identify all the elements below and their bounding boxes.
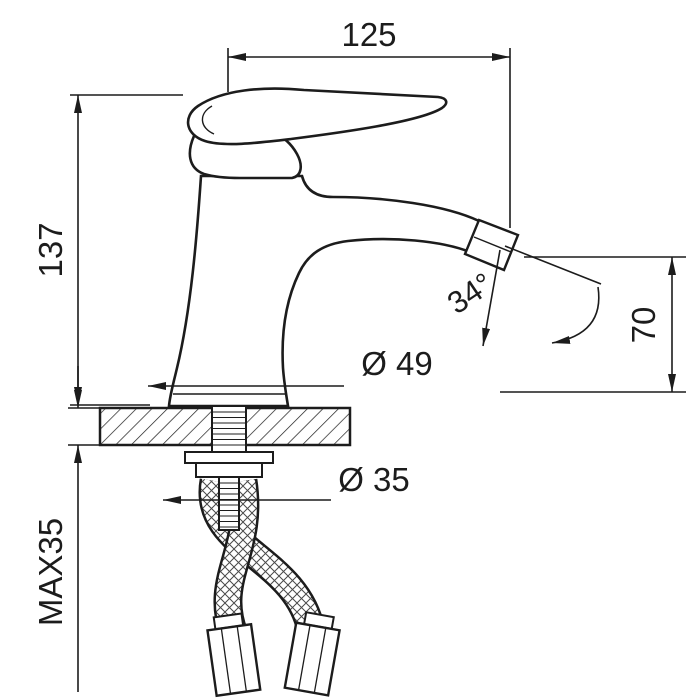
- threaded-rod: [218, 476, 240, 531]
- faucet-body-spout: [167, 174, 481, 408]
- fitting-hex-body: [283, 621, 341, 697]
- mounting-washer: [184, 451, 274, 464]
- spout-aerator: [463, 218, 520, 272]
- dimension-angle-34: [482, 245, 602, 347]
- label-right-height: 70: [625, 307, 662, 344]
- label-max-thickness: MAX35: [32, 518, 69, 626]
- spout-aerator-inner-line: [473, 236, 512, 253]
- dimension-125: [227, 48, 511, 228]
- label-left-height: 137: [32, 222, 69, 277]
- angle-ray: [504, 245, 602, 285]
- label-stream-angle: 34°: [441, 266, 499, 321]
- fitting-hex-body: [206, 622, 262, 698]
- stream-line: [482, 249, 501, 347]
- angle-arc: [551, 286, 600, 344]
- dimension-labels: 125 137 70 34° Ø 49 Ø 35 MAX35: [32, 16, 662, 626]
- mounting-nut: [195, 462, 263, 478]
- label-hole-diameter: Ø 35: [338, 461, 410, 498]
- dimension-70: [500, 256, 686, 393]
- label-base-diameter: Ø 49: [361, 345, 433, 382]
- fitting-facet-lines: [220, 626, 248, 694]
- label-top-width: 125: [341, 16, 396, 53]
- dimension-max35: [68, 366, 100, 692]
- dimension-lines: [68, 48, 686, 692]
- faucet-outline: [167, 87, 520, 408]
- hose-fitting-left: [206, 612, 262, 698]
- fitting-facet-lines: [297, 625, 327, 694]
- hose-fitting-right: [283, 611, 341, 697]
- handle-lever: [186, 87, 448, 146]
- shank-threads: [212, 411, 246, 446]
- supply-hoses: [198, 478, 326, 640]
- rod-body: [218, 476, 240, 531]
- handle-lever-inner-line: [201, 105, 215, 135]
- dimension-137: [70, 94, 183, 406]
